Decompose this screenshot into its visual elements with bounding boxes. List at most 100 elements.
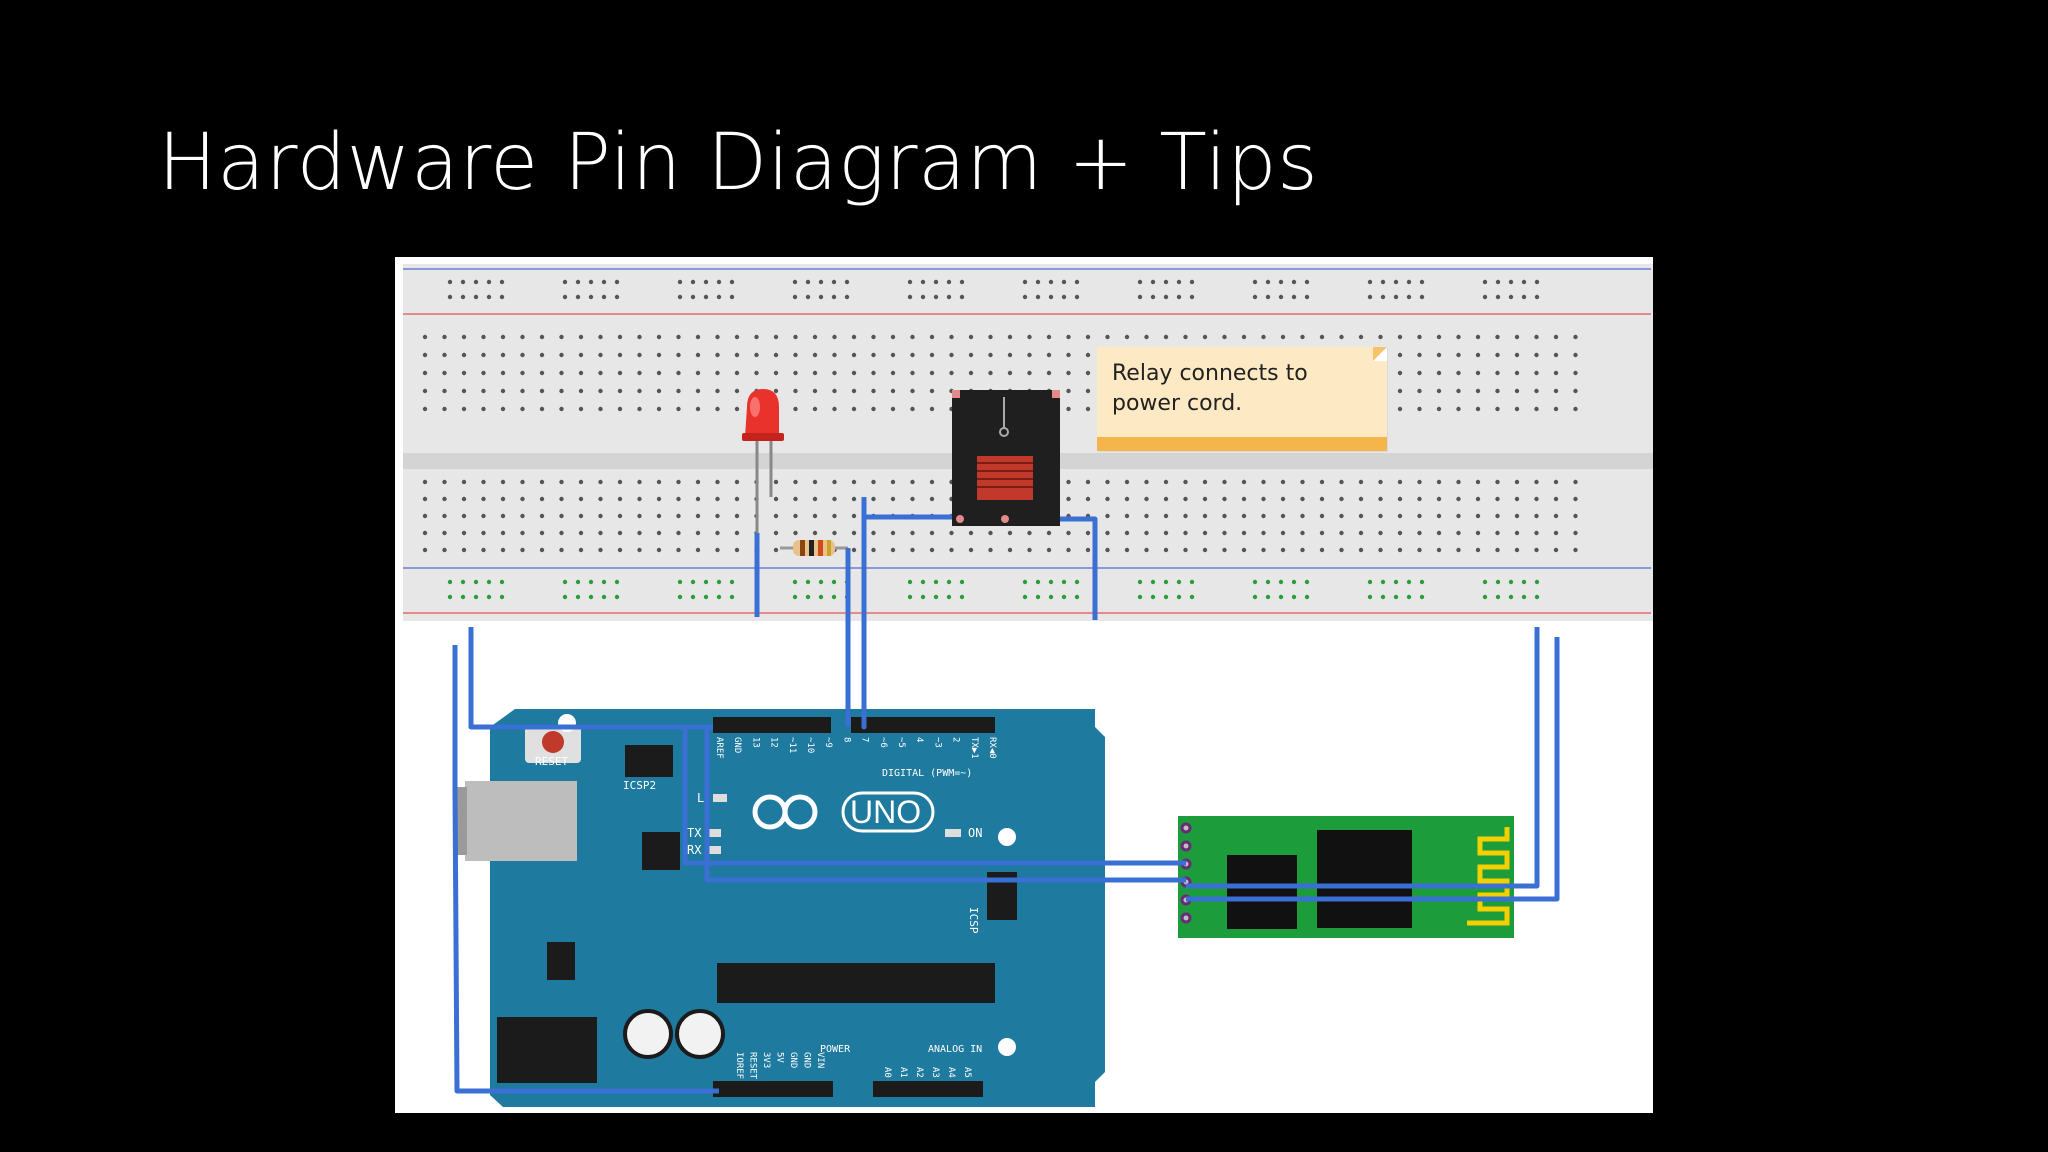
breadboard-hole — [460, 579, 466, 585]
breadboard-hole — [578, 547, 584, 553]
breadboard-hole — [442, 547, 447, 553]
breadboard-hole — [1380, 279, 1386, 285]
breadboard-hole — [447, 294, 453, 300]
breadboard-hole — [1475, 513, 1481, 519]
breadboard-hole — [1521, 279, 1527, 285]
pin-label: A4 — [946, 1067, 956, 1078]
breadboard-hole — [1319, 334, 1325, 340]
breadboard-hole — [1339, 334, 1344, 340]
breadboard-hole — [442, 496, 447, 502]
breadboard-hole — [929, 388, 935, 394]
breadboard-hole — [871, 530, 876, 536]
breadboard-hole — [1252, 594, 1258, 600]
breadboard-hole — [920, 579, 926, 585]
breadboard-hole — [1534, 496, 1539, 502]
breadboard-hole — [1417, 513, 1422, 519]
breadboard-hole — [677, 294, 683, 300]
pin-label: A5 — [962, 1067, 972, 1078]
breadboard-hole — [1397, 547, 1403, 553]
breadboard-hole — [1393, 294, 1399, 300]
breadboard-hole — [1183, 496, 1188, 502]
breadboard-hole — [910, 530, 915, 536]
pin-label: ~6 — [878, 737, 888, 748]
breadboard-hole — [1378, 513, 1383, 519]
breadboard-hole — [637, 388, 642, 394]
breadboard-hole — [1436, 513, 1442, 519]
breadboard-hole — [1521, 579, 1527, 585]
breadboard-hole — [1261, 513, 1266, 519]
breadboard-hole — [1534, 370, 1539, 376]
breadboard-hole — [1202, 496, 1208, 502]
breadboard-hole — [486, 279, 492, 285]
breadboard-hole — [559, 388, 564, 394]
pin-label: GND — [802, 1052, 812, 1068]
breadboard-hole — [1241, 496, 1247, 502]
wire-bt-tx — [682, 727, 1186, 866]
breadboard-hole — [851, 513, 857, 519]
breadboard-hole — [656, 370, 662, 376]
breadboard-hole — [1066, 334, 1071, 340]
breadboard-hole — [422, 370, 428, 376]
breadboard-hole — [1380, 594, 1386, 600]
wires — [452, 497, 1560, 1094]
breadboard-hole — [1183, 513, 1188, 519]
breadboard-hole — [1027, 334, 1032, 340]
breadboard-hole — [614, 294, 620, 300]
breadboard-hole — [949, 370, 954, 376]
breadboard-hole — [1397, 370, 1403, 376]
note-fold — [1373, 347, 1387, 361]
breadboard-hole — [988, 334, 993, 340]
breadboard-hole — [656, 496, 662, 502]
breadboard-hole — [1061, 594, 1067, 600]
breadboard-hole — [637, 513, 642, 519]
breadboard-hole — [1358, 496, 1364, 502]
breadboard-hole — [422, 547, 428, 553]
breadboard-hole — [499, 594, 505, 600]
breadboard-hole — [949, 352, 954, 358]
breadboard-hole — [890, 496, 896, 502]
breadboard-hole — [734, 479, 740, 485]
breadboard-hole — [1074, 279, 1080, 285]
pin-label: 3V3 — [761, 1052, 771, 1068]
breadboard-hole — [1521, 294, 1527, 300]
breadboard-hole — [1456, 513, 1461, 519]
breadboard-hole — [422, 352, 428, 358]
breadboard-holes — [422, 279, 1578, 600]
breadboard-hole — [442, 530, 447, 536]
breadboard-hole — [832, 496, 837, 502]
breadboard-hole — [637, 547, 642, 553]
breadboard-hole — [1085, 352, 1091, 358]
breadboard-hole — [729, 279, 735, 285]
breadboard-hole — [1534, 334, 1539, 340]
breadboard-hole — [1163, 579, 1169, 585]
breadboard-hole — [1553, 370, 1559, 376]
breadboard-hole — [716, 579, 722, 585]
breadboard-hole — [1495, 594, 1501, 600]
breadboard-hole — [734, 388, 740, 394]
breadboard-hole — [486, 579, 492, 585]
breadboard-hole — [1150, 279, 1156, 285]
breadboard-hole — [805, 294, 811, 300]
breadboard-hole — [1265, 294, 1271, 300]
breadboard-hole — [851, 352, 857, 358]
breadboard-hole — [1035, 279, 1041, 285]
breadboard-hole — [1085, 530, 1091, 536]
breadboard-hole — [1222, 479, 1227, 485]
breadboard-hole — [792, 294, 798, 300]
breadboard-hole — [1436, 352, 1442, 358]
breadboard-hole — [1137, 579, 1143, 585]
breadboard-hole — [676, 388, 681, 394]
breadboard-hole — [1534, 352, 1539, 358]
breadboard-hole — [968, 370, 974, 376]
breadboard-hole — [1475, 352, 1481, 358]
breadboard-hole — [1339, 496, 1344, 502]
breadboard-hole — [1397, 496, 1403, 502]
breadboard-hole — [559, 513, 564, 519]
breadboard-hole — [1144, 530, 1149, 536]
breadboard-hole — [1105, 479, 1110, 485]
breadboard-hole — [871, 352, 876, 358]
breadboard-hole — [520, 406, 525, 412]
breadboard-hole — [812, 513, 818, 519]
breadboard-hole — [1222, 547, 1227, 553]
breadboard-hole — [929, 334, 935, 340]
